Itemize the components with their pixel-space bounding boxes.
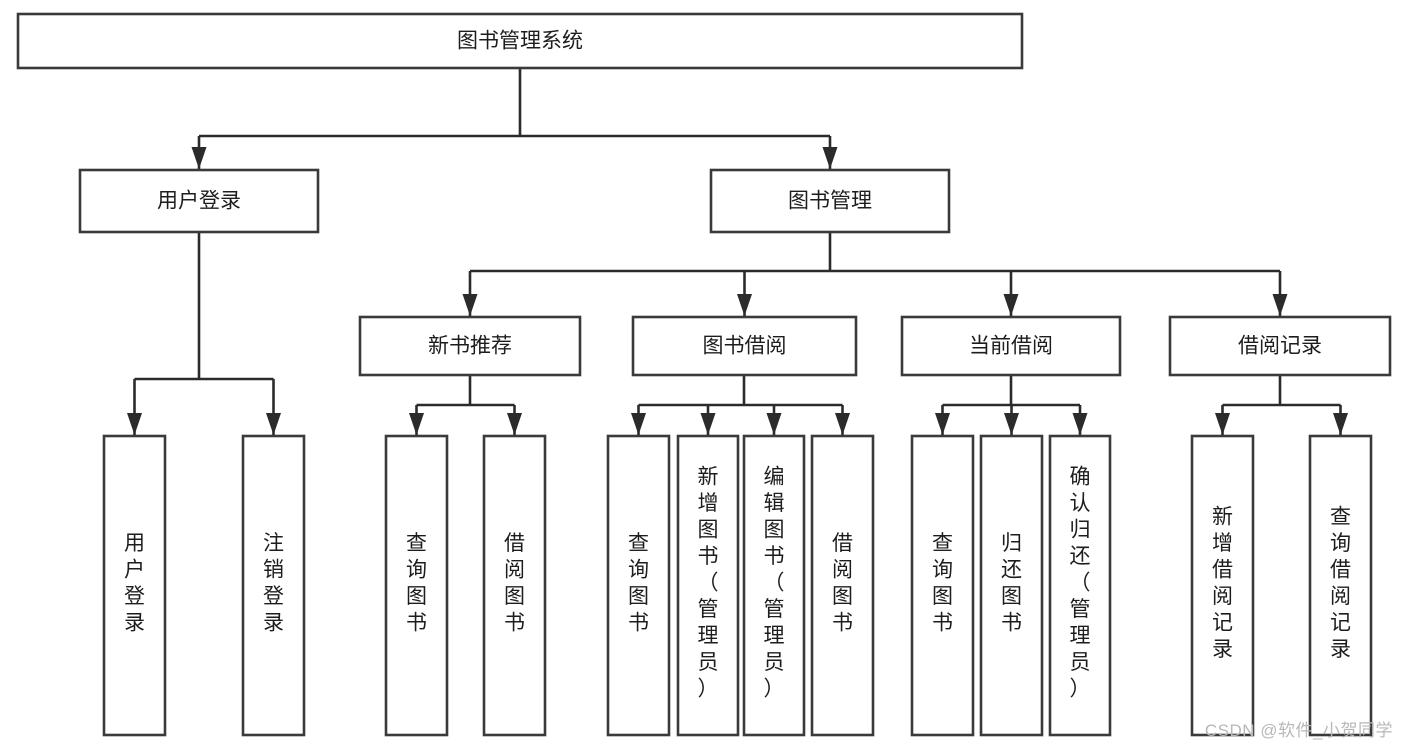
- node-box[interactable]: [241, 434, 306, 737]
- arrow-head-icon: [191, 147, 207, 169]
- node-box[interactable]: [910, 434, 975, 737]
- arrow-head-icon: [1003, 294, 1019, 316]
- node-label: 新增图书（管理员）: [698, 466, 719, 701]
- arrow-head-icon: [1072, 413, 1088, 435]
- node-label: 图书管理: [788, 190, 872, 213]
- connector-layer: [127, 68, 1348, 435]
- node-leaf-logout[interactable]: 注销登录: [241, 434, 306, 737]
- arrow-head-icon: [409, 413, 424, 435]
- node-leaf-query-book-1[interactable]: 查询图书: [384, 434, 449, 737]
- node-label: 借阅记录: [1238, 335, 1322, 358]
- node-label: 确认归还（管理员）: [1070, 466, 1091, 701]
- node-box[interactable]: [606, 434, 671, 737]
- node-label: 图书借阅: [703, 335, 787, 358]
- node-leaf-add-book[interactable]: 新增图书（管理员）: [676, 434, 740, 737]
- node-label: 归还图书: [1001, 532, 1022, 635]
- node-leaf-edit-book[interactable]: 编辑图书（管理员）: [742, 434, 806, 737]
- node-label: 当前借阅: [969, 335, 1053, 358]
- csdn-watermark: CSDN @软件_小贺同学: [1204, 721, 1393, 740]
- node-box[interactable]: [900, 315, 1122, 377]
- arrow-head-icon: [737, 294, 752, 316]
- node-root[interactable]: 图书管理系统: [16, 12, 1024, 70]
- node-box[interactable]: [810, 434, 875, 737]
- arrow-head-icon: [835, 413, 850, 435]
- node-label: 借阅图书: [504, 532, 525, 635]
- arrow-head-icon: [507, 413, 522, 435]
- node-leaf-confirm-return[interactable]: 确认归还（管理员）: [1048, 434, 1112, 737]
- node-label: 编辑图书（管理员）: [764, 466, 785, 701]
- arrow-head-icon: [822, 147, 838, 169]
- node-leaf-query-book-2[interactable]: 查询图书: [606, 434, 671, 737]
- node-box[interactable]: [742, 434, 806, 737]
- node-box[interactable]: [384, 434, 449, 737]
- arrow-head-icon: [766, 413, 782, 435]
- node-new-book-recommend[interactable]: 新书推荐: [358, 315, 582, 377]
- node-box[interactable]: [1168, 315, 1392, 377]
- node-box[interactable]: [676, 434, 740, 737]
- node-label: 查询借阅记录: [1330, 505, 1351, 661]
- node-label: 用户登录: [124, 532, 145, 635]
- node-box[interactable]: [102, 434, 167, 737]
- node-label: 查询图书: [628, 532, 649, 635]
- node-leaf-add-record[interactable]: 新增借阅记录: [1190, 434, 1255, 737]
- node-book-manage[interactable]: 图书管理: [709, 168, 951, 234]
- node-label: 图书管理系统: [457, 30, 583, 53]
- node-leaf-borrow-book-2[interactable]: 借阅图书: [810, 434, 875, 737]
- node-box[interactable]: [1308, 434, 1373, 737]
- arrow-head-icon: [1215, 413, 1230, 435]
- node-box[interactable]: [16, 12, 1024, 70]
- node-box[interactable]: [709, 168, 951, 234]
- node-layer: 图书管理系统用户登录图书管理新书推荐图书借阅当前借阅借阅记录用户登录注销登录查询…: [16, 12, 1392, 737]
- node-label: 注销登录: [263, 532, 284, 635]
- node-label: 新书推荐: [428, 335, 512, 358]
- node-leaf-query-record[interactable]: 查询借阅记录: [1308, 434, 1373, 737]
- node-leaf-query-book-3[interactable]: 查询图书: [910, 434, 975, 737]
- node-leaf-borrow-book-1[interactable]: 借阅图书: [482, 434, 547, 737]
- node-user-login[interactable]: 用户登录: [78, 168, 320, 234]
- node-label: 查询图书: [932, 532, 953, 635]
- node-box[interactable]: [1048, 434, 1112, 737]
- node-box[interactable]: [631, 315, 858, 377]
- node-label: 新增借阅记录: [1212, 505, 1233, 661]
- node-box[interactable]: [1190, 434, 1255, 737]
- arrow-head-icon: [700, 413, 716, 435]
- node-leaf-return-book[interactable]: 归还图书: [979, 434, 1044, 737]
- node-current-borrow[interactable]: 当前借阅: [900, 315, 1122, 377]
- node-box[interactable]: [482, 434, 547, 737]
- node-label: 用户登录: [157, 190, 241, 213]
- arrow-head-icon: [935, 413, 950, 435]
- arrow-head-icon: [266, 413, 281, 435]
- arrow-head-icon: [631, 413, 646, 435]
- arrow-head-icon: [462, 294, 478, 316]
- arrow-head-icon: [127, 413, 142, 435]
- node-box[interactable]: [78, 168, 320, 234]
- node-label: 借阅图书: [832, 532, 853, 635]
- arrow-head-icon: [1004, 413, 1019, 435]
- node-box[interactable]: [979, 434, 1044, 737]
- node-borrow-record[interactable]: 借阅记录: [1168, 315, 1392, 377]
- node-label: 查询图书: [406, 532, 427, 635]
- node-book-borrow[interactable]: 图书借阅: [631, 315, 858, 377]
- arrow-head-icon: [1333, 413, 1348, 435]
- arrow-head-icon: [1272, 294, 1288, 316]
- node-leaf-user-login[interactable]: 用户登录: [102, 434, 167, 737]
- node-box[interactable]: [358, 315, 582, 377]
